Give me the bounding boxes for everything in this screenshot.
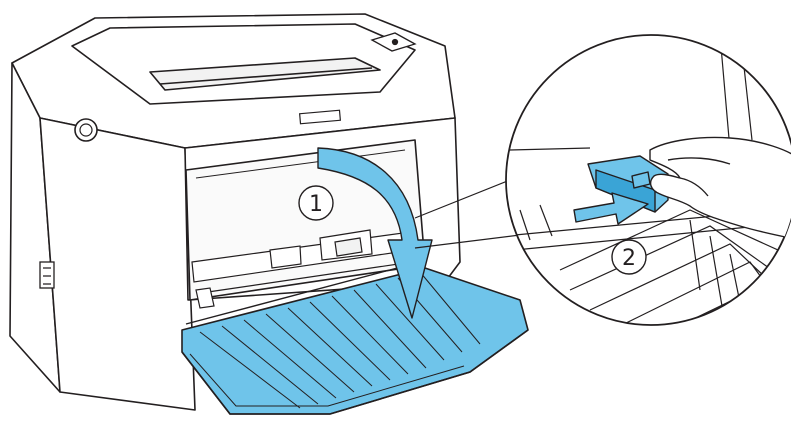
printer-front-face (39, 117, 196, 411)
paper-feed-mechanism (191, 229, 413, 309)
power-button-icon (74, 118, 98, 142)
paper-tray-ribs (199, 271, 481, 409)
zoom-detail: 2 (505, 34, 791, 326)
interface-port-icon (39, 261, 55, 289)
printer-top-panel (71, 23, 416, 105)
step-1-marker: 1 (298, 185, 334, 221)
hand-pushing-lever-icon (649, 136, 791, 241)
control-panel-icon (370, 32, 417, 52)
step-2-label: 2 (622, 246, 636, 271)
step-1-label: 1 (309, 192, 323, 217)
curved-down-arrow-icon (317, 147, 433, 319)
printer-logo-plate (298, 109, 342, 125)
step-2-marker: 2 (611, 239, 647, 275)
right-arrow-icon (573, 192, 649, 225)
paper-tray (181, 261, 529, 415)
